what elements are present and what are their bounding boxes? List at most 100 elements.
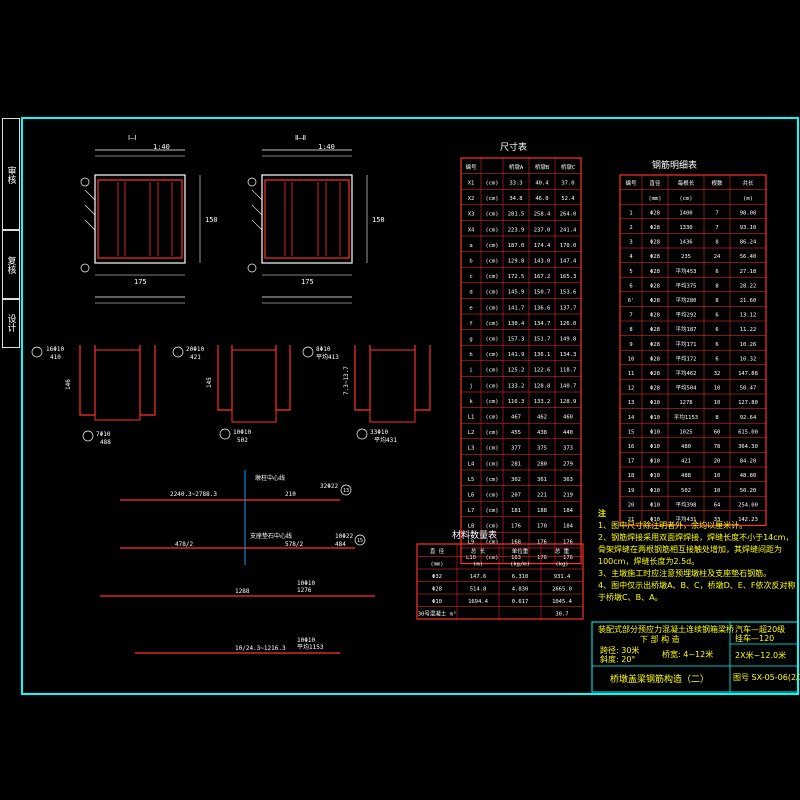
rebar-table-cell: 6 bbox=[629, 283, 632, 289]
dim-table-cell: 281 bbox=[511, 461, 521, 467]
section-2-height: 150 bbox=[372, 216, 385, 224]
rebar-table-cell: 根数 bbox=[711, 179, 723, 187]
tb-skew: 斜度: 20° bbox=[600, 655, 636, 664]
rebar-table-cell: (m) bbox=[743, 196, 753, 202]
sidebar-design: 设计 bbox=[2, 298, 20, 348]
rebar-table-cell: 平均398 bbox=[676, 500, 697, 508]
material-table-title: 材料数量表 bbox=[452, 529, 497, 541]
rebar-table-cell: 8 bbox=[715, 415, 718, 421]
rebar-table-cell: 19 bbox=[628, 488, 635, 494]
rebar-table-cell: 6 bbox=[715, 327, 718, 333]
rebar-table-cell: 254.00 bbox=[738, 502, 758, 508]
svg-text:平均413: 平均413 bbox=[316, 353, 339, 361]
rebar-table-cell: 10 bbox=[714, 473, 721, 479]
dim-table-cell: 33.3 bbox=[509, 181, 522, 187]
rebar-table-cell: 50.20 bbox=[740, 488, 757, 494]
rebar-table-cell: Φ10 bbox=[650, 459, 660, 465]
dim-table-cell: 181 bbox=[511, 508, 521, 514]
stirrup-details: 16Φ10 410 146 7Φ10 488 20Φ10 421 145 10Φ… bbox=[31, 345, 431, 446]
tb-span: 跨径: 30米 bbox=[600, 646, 640, 655]
svg-text:13: 13 bbox=[343, 488, 349, 494]
dim-table-cell: 302 bbox=[511, 477, 521, 483]
rebar-table-cell: 86.24 bbox=[740, 240, 757, 246]
dim-table-cell: h bbox=[469, 352, 472, 358]
dim-table-cell: (cm) bbox=[485, 305, 498, 311]
rebar-table-cell: 364.30 bbox=[738, 444, 758, 450]
dim-table-cell: 264.0 bbox=[560, 212, 577, 218]
material-table-cell: 30.7 bbox=[555, 611, 568, 617]
dim-table-cell: X2 bbox=[468, 196, 475, 202]
dim-table-cell: 157.3 bbox=[508, 337, 525, 343]
dim-table-cell: 167.2 bbox=[534, 274, 551, 280]
rebar-table-cell: 平均1153 bbox=[674, 413, 698, 421]
dim-table-cell: L4 bbox=[468, 461, 475, 467]
dim-table-cell: 141.9 bbox=[508, 352, 525, 358]
rebar-table-cell: 10.32 bbox=[740, 356, 757, 362]
dim-table-cell: j bbox=[469, 383, 472, 389]
tb-project: 装配式部分预应力混凝土连续钢箱梁桥 bbox=[598, 625, 734, 634]
dim-table-cell: 编号 bbox=[465, 163, 477, 171]
dim-table-cell: 34.8 bbox=[509, 196, 522, 202]
dim-table-cell: b bbox=[469, 259, 472, 265]
dim-table-cell: (cm) bbox=[485, 290, 498, 296]
dim-table-cell: 125.2 bbox=[508, 368, 525, 374]
rebar-table-cell: 1330 bbox=[679, 225, 692, 231]
rebar-table-cell: 33 bbox=[714, 517, 721, 523]
svg-text:15: 15 bbox=[357, 538, 363, 544]
rebar-table-cell: Φ10 bbox=[650, 429, 660, 435]
dim-table-cell: 122.6 bbox=[534, 368, 551, 374]
rebar-table-cell: 6' bbox=[628, 298, 635, 304]
stirrup-2-label: 20Φ10 bbox=[186, 346, 204, 353]
dim-table-cell: 46.0 bbox=[535, 196, 548, 202]
dim-table-cell: 150.7 bbox=[534, 290, 551, 296]
tb-width: 桥宽: 4~12米 bbox=[662, 650, 714, 659]
dim-table-cell: 258.4 bbox=[534, 212, 551, 218]
svg-text:平均431: 平均431 bbox=[374, 436, 397, 444]
dim-table-cell: 116.3 bbox=[508, 399, 525, 405]
tb-drawing-no: 图号 SX-05-06(2/2) bbox=[733, 673, 800, 682]
rebar-table-cell: 502 bbox=[681, 488, 691, 494]
dim-table-cell: 133.2 bbox=[534, 399, 551, 405]
dim-table-cell: 187.0 bbox=[508, 243, 525, 249]
svg-text:1288: 1288 bbox=[235, 588, 250, 595]
svg-text:578/2: 578/2 bbox=[285, 541, 303, 548]
dim-table-cell: 377 bbox=[511, 446, 521, 452]
dim-table-cell: 440 bbox=[563, 430, 573, 436]
rebar-table-cell: 20 bbox=[714, 459, 721, 465]
stirrup-1-len: 410 bbox=[50, 354, 61, 361]
dim-table-cell: (cm) bbox=[485, 415, 498, 421]
dim-table-cell: X4 bbox=[468, 227, 475, 233]
stirrup-3-bottom: 33Φ10 bbox=[370, 429, 388, 436]
rebar-table-cell: Φ28 bbox=[650, 327, 660, 333]
sidebar-review: 审核 bbox=[2, 118, 20, 231]
stirrup-1-bottom: 7Φ10 bbox=[96, 431, 111, 438]
rebar-table-cell: Φ28 bbox=[650, 298, 660, 304]
dim-table-cell: 桥墩C bbox=[561, 163, 575, 171]
rebar-table-cell: 共长 bbox=[742, 179, 754, 187]
rebar-table-cell: 1400 bbox=[679, 210, 692, 216]
material-table-cell: 30号混凝土 m³ bbox=[418, 609, 457, 617]
rebar-table-cell: Φ10 bbox=[650, 444, 660, 450]
dim-table-cell: 桥墩A bbox=[509, 163, 524, 171]
rebar-table-cell: 编号 bbox=[625, 179, 637, 187]
dim-table-cell: 207 bbox=[511, 493, 521, 499]
rebar-table-cell: 7 bbox=[715, 210, 718, 216]
dim-table-cell: (cm) bbox=[485, 493, 498, 499]
dim-table-cell: 460 bbox=[563, 415, 573, 421]
dim-table-cell: 176 bbox=[537, 555, 547, 561]
material-table-cell: (kg) bbox=[555, 561, 568, 567]
dim-table-cell: g bbox=[469, 337, 472, 343]
rebar-table-cell: 8 bbox=[715, 283, 718, 289]
dim-table-cell: 147.4 bbox=[560, 259, 577, 265]
rebar-table-cell: 平均187 bbox=[676, 325, 697, 333]
section-2-width: 175 bbox=[301, 278, 314, 286]
material-table-cell: Φ10 bbox=[432, 599, 442, 605]
rebar-table-cell: Φ10 bbox=[650, 473, 660, 479]
material-table-cell: 4.830 bbox=[512, 586, 529, 592]
dim-table-cell: 165.3 bbox=[560, 274, 577, 280]
svg-text:478/2: 478/2 bbox=[175, 541, 193, 548]
rebar-table-cell: 10 bbox=[714, 488, 721, 494]
rebar-table-cell: 17 bbox=[628, 459, 635, 465]
dim-table-cell: 223.9 bbox=[508, 227, 525, 233]
